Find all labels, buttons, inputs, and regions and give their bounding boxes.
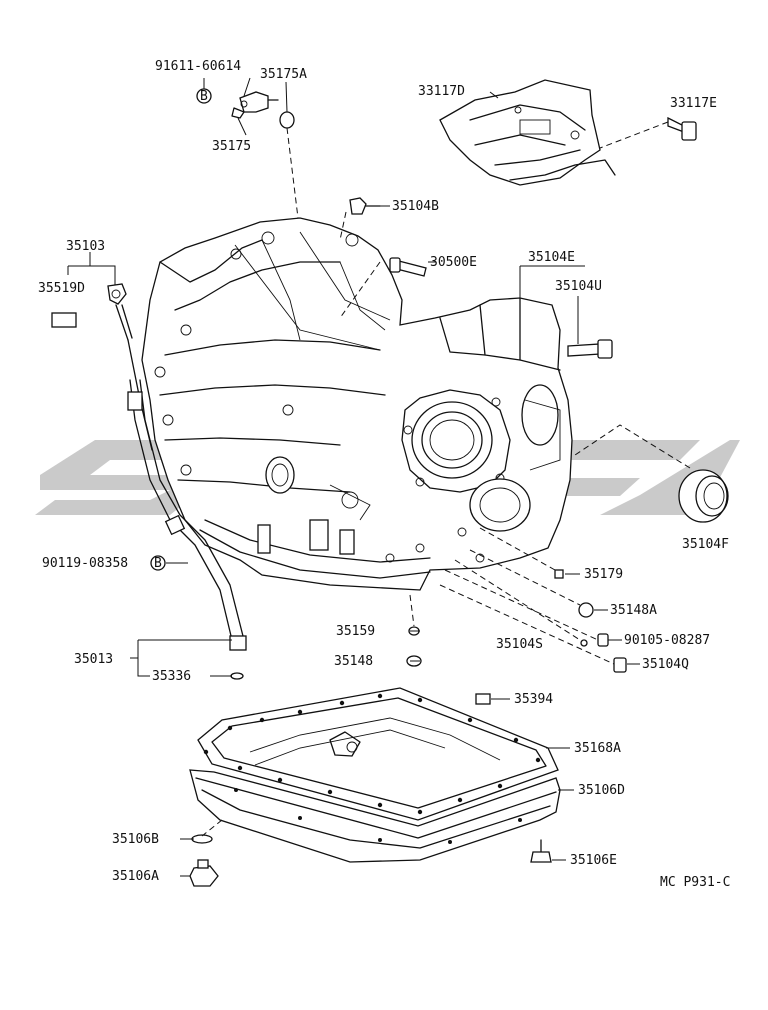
plug-35179-icon xyxy=(554,569,564,579)
b-badge-top: B xyxy=(196,88,212,104)
o-ring-35336-icon xyxy=(230,672,244,680)
bolt-33117e-icon xyxy=(667,116,697,141)
label-35175: 35175 xyxy=(212,139,251,154)
transaxle-case xyxy=(141,217,573,591)
label-35106d: 35106D xyxy=(578,783,625,798)
label-35519d-icon xyxy=(51,312,77,328)
sensor-35175-icon xyxy=(231,91,279,119)
label-91611-60614: 91611-60614 xyxy=(155,59,241,74)
label-35104u: 35104U xyxy=(555,279,602,294)
label-35175a: 35175A xyxy=(260,67,307,82)
bolt-35104q-icon xyxy=(613,657,627,673)
diagram-code: MC P931-C xyxy=(660,875,730,890)
svg-text:B: B xyxy=(200,89,208,104)
label-35168a: 35168A xyxy=(574,741,621,756)
o-ring-35104s-icon xyxy=(580,639,588,647)
label-90119-08358: 90119-08358 xyxy=(42,556,128,571)
label-35148: 35148 xyxy=(334,654,373,669)
label-35104q: 35104Q xyxy=(642,657,689,672)
label-30500e: 30500E xyxy=(430,255,477,270)
dipstick-tube-35013 xyxy=(127,379,247,651)
label-35104s: 35104S xyxy=(496,637,543,652)
svg-text:B: B xyxy=(154,556,162,571)
bolt-35104u-icon xyxy=(567,339,613,359)
label-35103: 35103 xyxy=(66,239,105,254)
label-35104e: 35104E xyxy=(528,250,575,265)
label-35179: 35179 xyxy=(584,567,623,582)
label-35104b: 35104B xyxy=(392,199,439,214)
oil-seal-35104f-icon xyxy=(678,469,729,523)
b-badge-bottom: B xyxy=(150,555,166,571)
drain-plug-35106a-icon xyxy=(189,859,219,887)
gasket-35106b-icon xyxy=(191,834,213,844)
bolt-30500e-icon xyxy=(389,257,427,277)
label-35106a: 35106A xyxy=(112,869,159,884)
label-35159: 35159 xyxy=(336,624,375,639)
oil-pan-35106d xyxy=(189,687,561,863)
bolt-90105-icon xyxy=(597,633,609,647)
label-35013: 35013 xyxy=(74,652,113,667)
dashed-guides xyxy=(201,121,691,837)
part-labels: 91611-60614 35175A 35175 33117D 33117E 3… xyxy=(38,59,730,890)
label-90105-08287: 90105-08287 xyxy=(624,633,710,648)
label-35336: 35336 xyxy=(152,669,191,684)
connector-35104b-icon xyxy=(349,197,381,215)
label-35104f: 35104F xyxy=(682,537,729,552)
label-35106e: 35106E xyxy=(570,853,617,868)
label-35394: 35394 xyxy=(514,692,553,707)
label-33117e: 33117E xyxy=(670,96,717,111)
bracket-33117d xyxy=(439,79,616,186)
label-35519d: 35519D xyxy=(38,281,85,296)
plug-35148a-icon xyxy=(578,602,594,618)
magnet-35394-icon xyxy=(475,693,491,705)
o-ring-35175a-icon xyxy=(279,111,295,129)
label-35106b: 35106B xyxy=(112,832,159,847)
leader-lines xyxy=(67,77,640,877)
label-33117d: 33117D xyxy=(418,84,465,99)
bolt-35106e-icon xyxy=(530,839,552,863)
label-35148a: 35148A xyxy=(610,603,657,618)
